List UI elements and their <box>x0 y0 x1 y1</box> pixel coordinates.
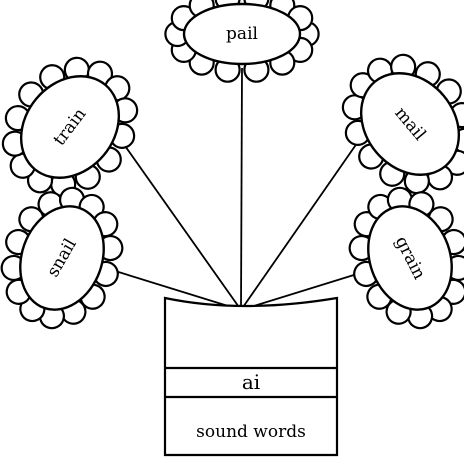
flower-pail: pail <box>164 0 320 83</box>
flower-center <box>19 205 105 311</box>
flower-snail: snail <box>0 186 124 330</box>
flower-center <box>19 75 121 179</box>
stem-train <box>117 135 242 311</box>
flower-word-label: pail <box>226 24 258 44</box>
flower-stems <box>111 67 371 311</box>
stem-pail <box>240 67 243 311</box>
stem-snail <box>111 269 242 311</box>
pot-caption: sound words <box>196 422 306 442</box>
stem-mail <box>240 135 363 311</box>
flower-center <box>359 72 461 176</box>
flower-train: train <box>1 56 139 198</box>
flower-mail: mail <box>341 53 464 195</box>
sound-pot: ai sound words <box>163 296 339 457</box>
flowers-group: pail train mail snail grain <box>0 0 464 330</box>
stem-grain <box>240 269 371 311</box>
flower-center <box>367 205 453 311</box>
sound-label: ai <box>242 370 260 394</box>
flower-center <box>182 2 302 66</box>
pot-body <box>163 296 339 457</box>
flower-grain: grain <box>348 186 464 330</box>
